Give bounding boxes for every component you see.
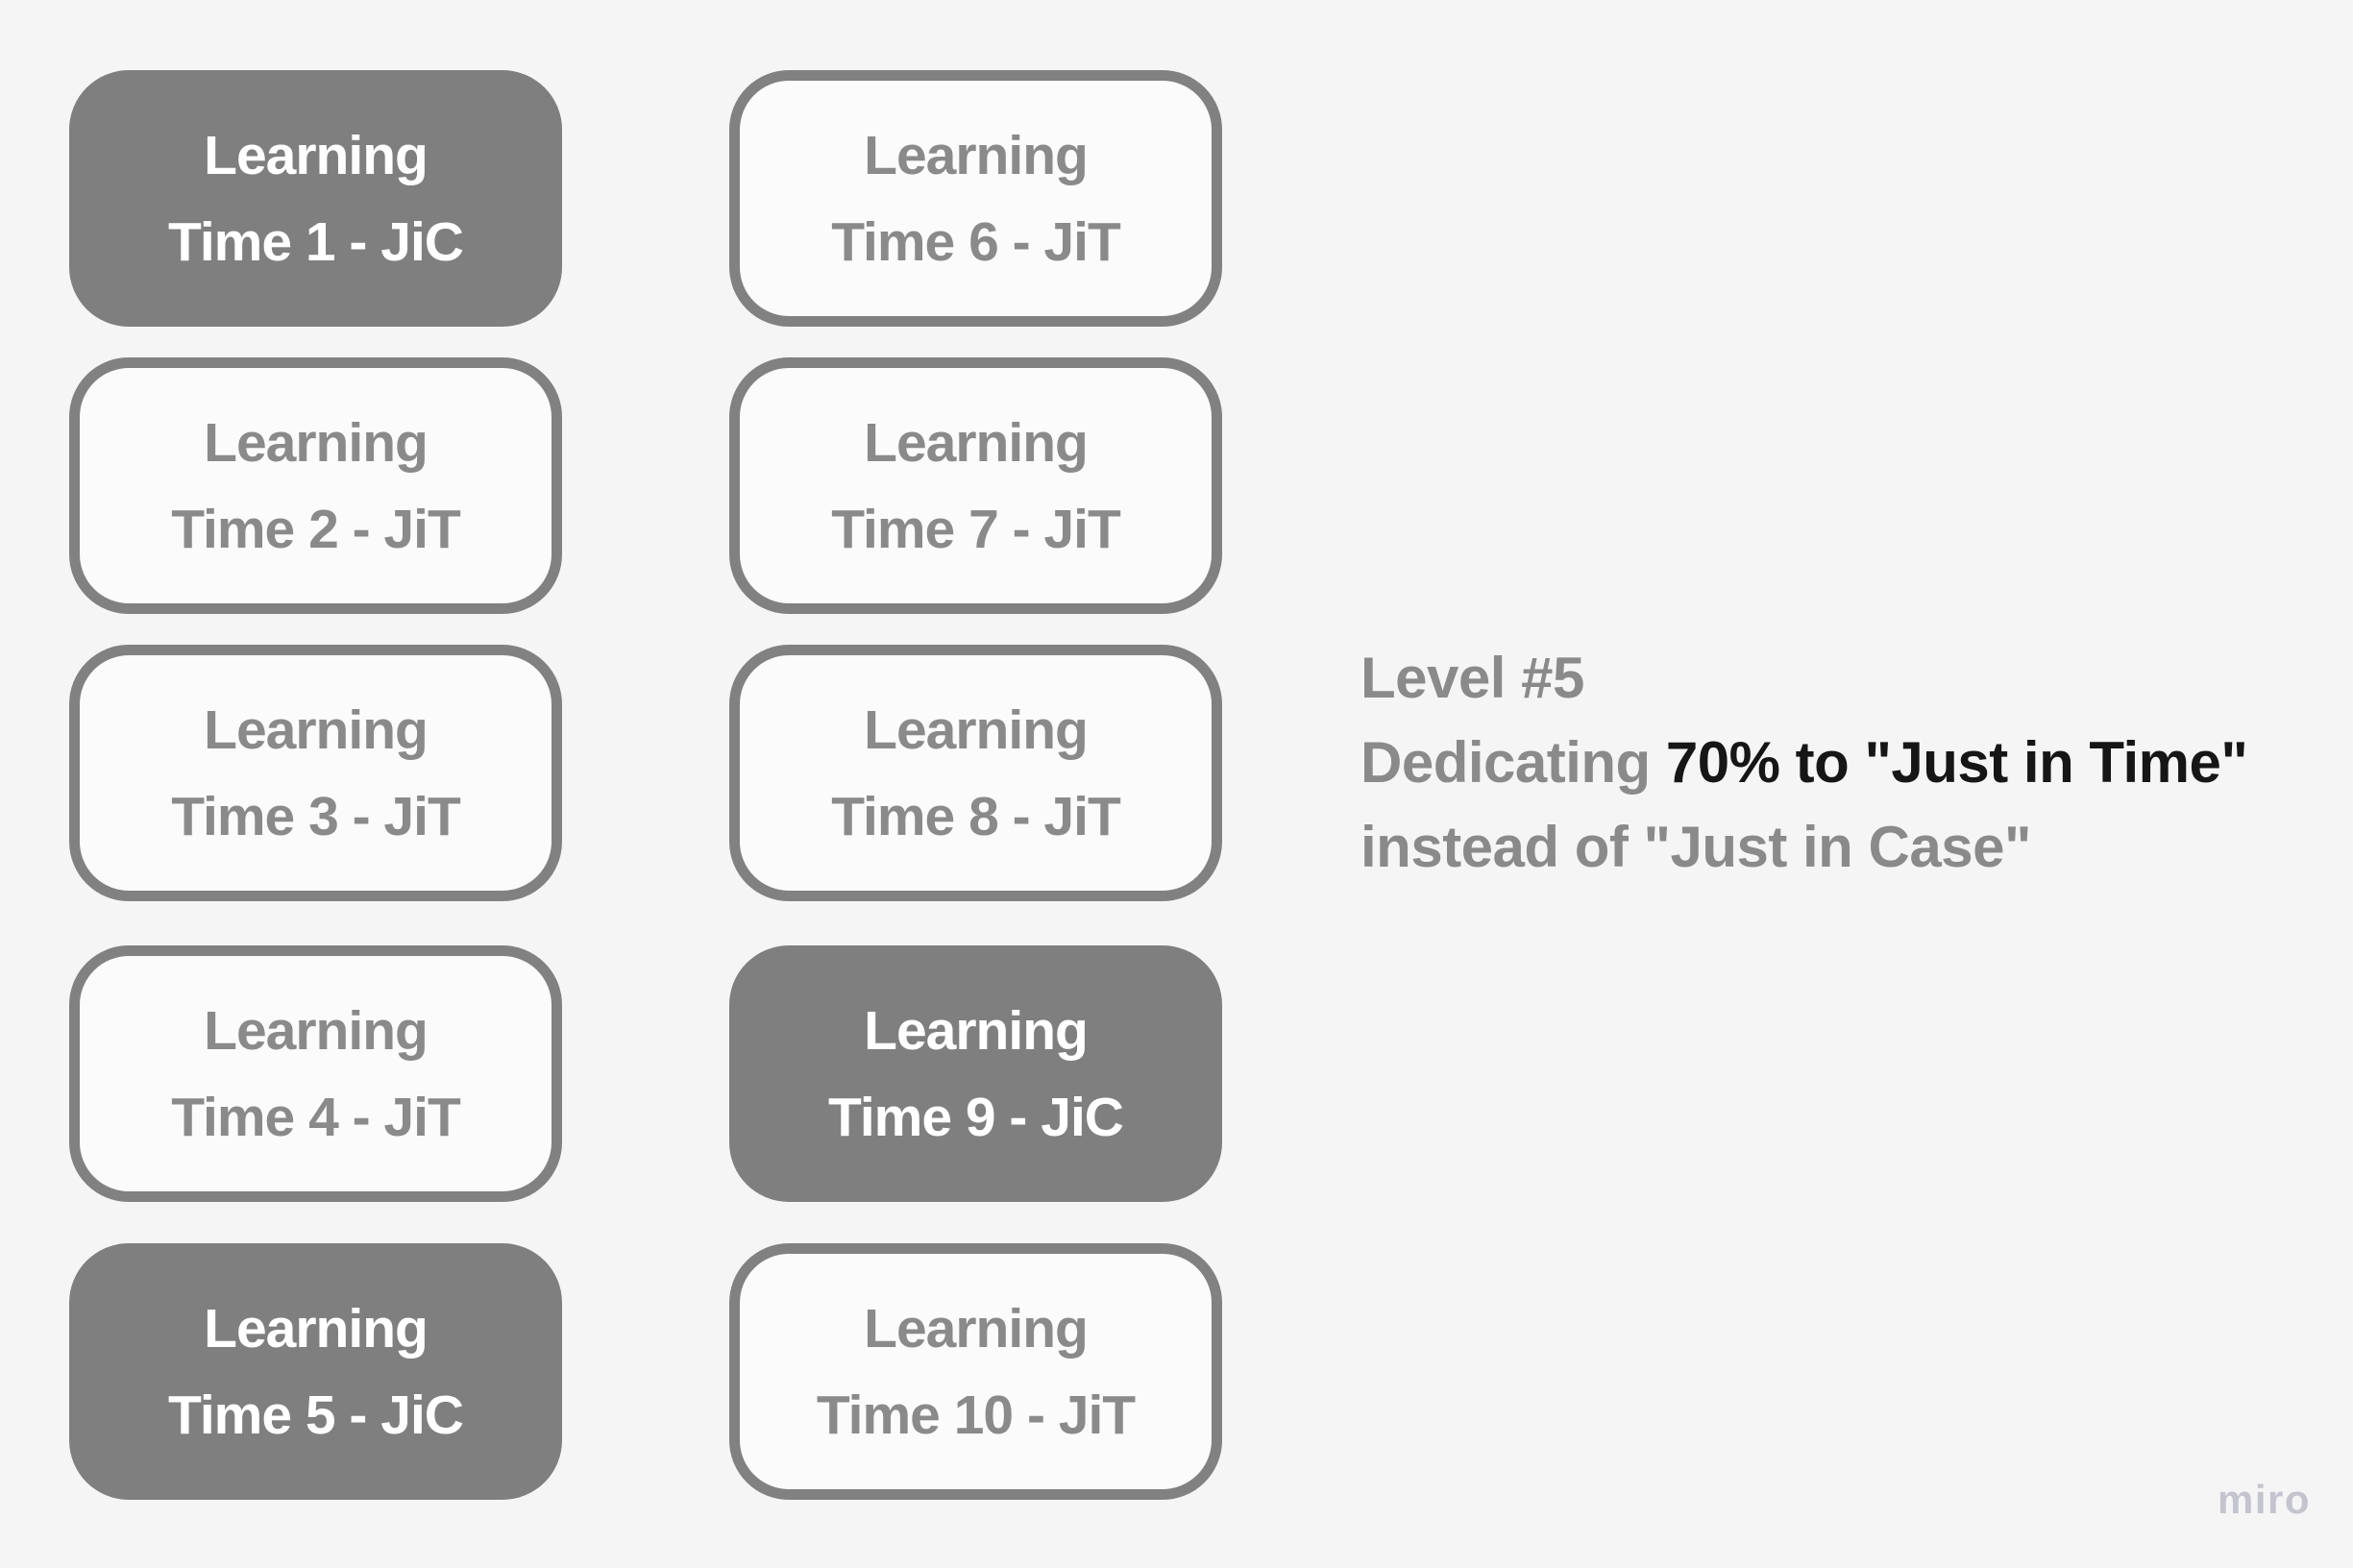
shape-learning-time-2[interactable]: Learning Time 2 - JiT [69, 357, 562, 614]
shape-label-line2: Time 3 - JiT [171, 785, 461, 847]
shape-label-line2: Time 6 - JiT [831, 210, 1121, 273]
annotation-line-3: instead of "Just in Case" [1360, 815, 2031, 879]
annotation-line-1: Level #5 [1360, 646, 1584, 710]
shape-label-line1: Learning [864, 999, 1089, 1062]
miro-logo-watermark: miro [2218, 1477, 2312, 1522]
shape-learning-time-1[interactable]: Learning Time 1 - JiC [69, 70, 562, 327]
shape-label-line1: Learning [204, 124, 429, 186]
shape-learning-time-5[interactable]: Learning Time 5 - JiC [69, 1243, 562, 1500]
shape-label-line1: Learning [864, 124, 1089, 186]
shape-learning-time-3[interactable]: Learning Time 3 - JiT [69, 645, 562, 901]
shape-learning-time-9[interactable]: Learning Time 9 - JiC [729, 945, 1222, 1202]
shape-label-line2: Time 7 - JiT [831, 498, 1121, 560]
shape-label-line2: Time 5 - JiC [168, 1384, 464, 1446]
shape-label-line1: Learning [204, 411, 429, 474]
shape-label-line1: Learning [204, 698, 429, 761]
annotation-line-2-gray: Dedicating [1360, 730, 1666, 795]
shape-learning-time-6[interactable]: Learning Time 6 - JiT [729, 70, 1222, 327]
shape-label-line2: Time 4 - JiT [171, 1086, 461, 1148]
shape-label-line1: Learning [864, 411, 1089, 474]
level-annotation-text[interactable]: Level #5 Dedicating 70% to "Just in Time… [1360, 636, 2248, 890]
shape-label-line1: Learning [204, 999, 429, 1062]
shape-label-line2: Time 10 - JiT [816, 1384, 1136, 1446]
shape-learning-time-8[interactable]: Learning Time 8 - JiT [729, 645, 1222, 901]
shape-label-line1: Learning [204, 1297, 429, 1360]
shape-label-line1: Learning [864, 1297, 1089, 1360]
shape-learning-time-4[interactable]: Learning Time 4 - JiT [69, 945, 562, 1202]
shape-label-line2: Time 9 - JiC [828, 1086, 1124, 1148]
annotation-line-2-emphasis: 70% to "Just in Time" [1665, 730, 2248, 795]
shape-learning-time-10[interactable]: Learning Time 10 - JiT [729, 1243, 1222, 1500]
shape-label-line1: Learning [864, 698, 1089, 761]
annotation-line-2: Dedicating 70% to "Just in Time" [1360, 721, 2248, 805]
shape-label-line2: Time 8 - JiT [831, 785, 1121, 847]
shape-learning-time-7[interactable]: Learning Time 7 - JiT [729, 357, 1222, 614]
shape-label-line2: Time 2 - JiT [171, 498, 461, 560]
shape-label-line2: Time 1 - JiC [168, 210, 464, 273]
